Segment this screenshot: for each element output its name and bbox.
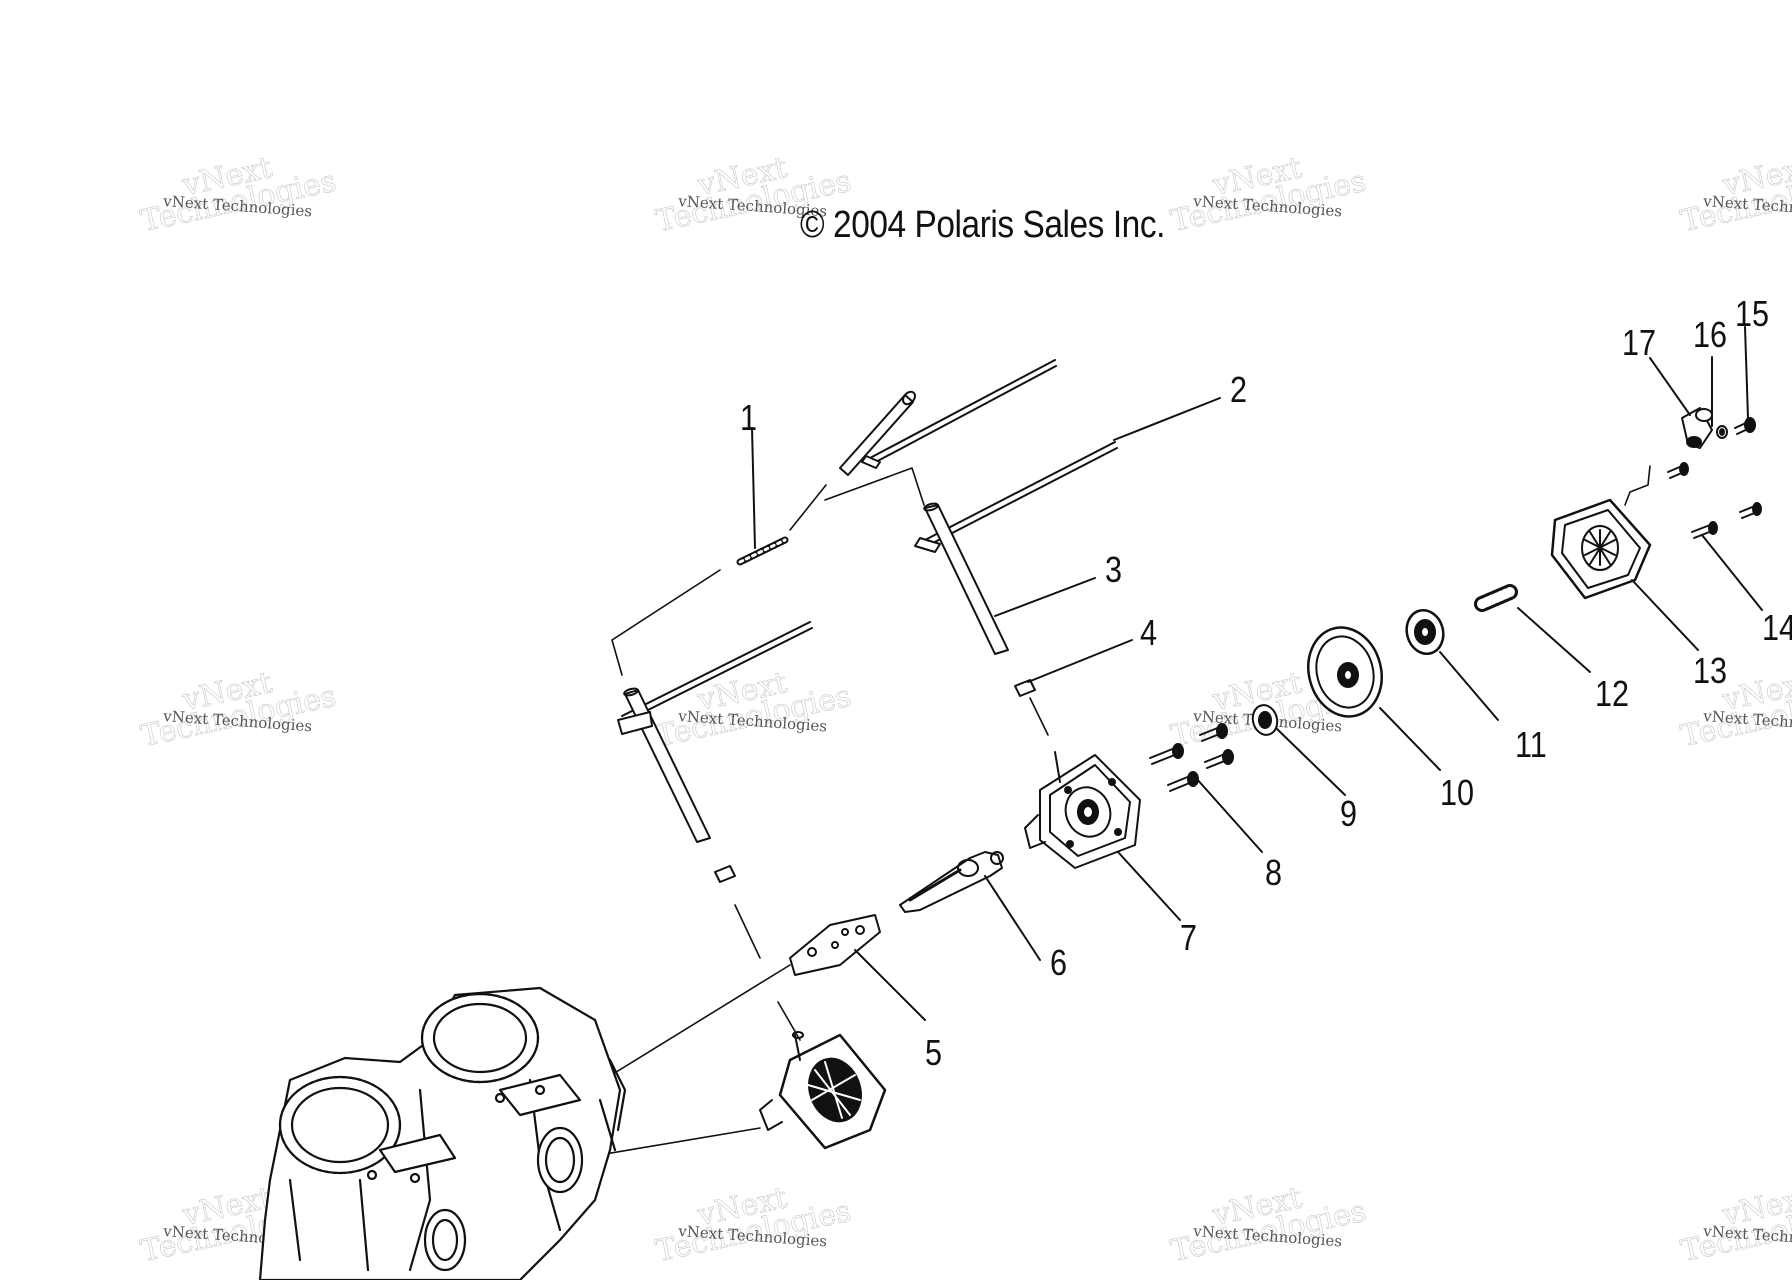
callout-6: 6 <box>1050 944 1067 984</box>
lower-valve-body <box>759 1031 887 1150</box>
part-14-screws <box>1667 462 1762 539</box>
callout-2: 2 <box>1230 371 1247 411</box>
callout-leaders <box>751 326 1763 1021</box>
part-15-screw <box>1734 417 1756 435</box>
callout-11: 11 <box>1515 726 1547 766</box>
part-7-pump-housing <box>1024 751 1141 869</box>
part-17-elbow-fitting <box>1681 407 1713 449</box>
part-9-washer <box>1251 704 1279 736</box>
part-1-spring <box>736 536 789 566</box>
part-11-cup <box>1405 608 1445 656</box>
callout-4: 4 <box>1140 614 1157 654</box>
callout-5: 5 <box>925 1034 942 1074</box>
callout-15: 15 <box>1735 295 1769 335</box>
callout-7: 7 <box>1180 919 1197 959</box>
part-10-diaphragm <box>1307 626 1383 718</box>
part-2-rod <box>621 359 1118 723</box>
callout-16: 16 <box>1693 316 1727 356</box>
callout-13: 13 <box>1693 652 1727 692</box>
part-3-shaft <box>617 502 1009 843</box>
part-8-screws <box>1149 723 1234 792</box>
callout-12: 12 <box>1595 675 1629 715</box>
part-4-key <box>714 679 1036 883</box>
part-6-lever <box>899 851 1004 913</box>
engine-cylinders <box>258 986 627 1280</box>
part-5-gasket <box>789 914 881 976</box>
part-12-spring <box>1474 584 1518 612</box>
upper-tube <box>839 390 916 476</box>
callout-8: 8 <box>1265 854 1282 894</box>
callout-1: 1 <box>740 399 757 439</box>
callout-17: 17 <box>1622 324 1656 364</box>
callout-labels: 1234567891011121314151617 <box>740 295 1792 1074</box>
callout-14: 14 <box>1762 609 1792 649</box>
callout-9: 9 <box>1340 795 1357 835</box>
copyright-text: © 2004 Polaris Sales Inc. <box>800 204 1165 246</box>
callout-10: 10 <box>1440 774 1474 814</box>
part-13-cover <box>1550 498 1652 600</box>
part-16-washer <box>1716 425 1728 439</box>
callout-3: 3 <box>1105 551 1122 591</box>
